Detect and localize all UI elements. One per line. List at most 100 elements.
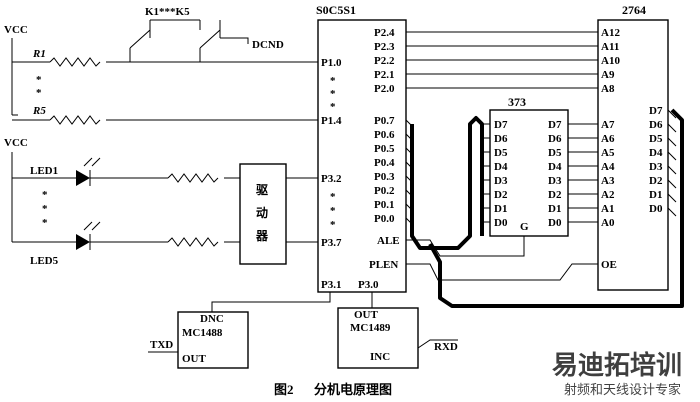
- latch-in-d0: D0: [494, 217, 508, 229]
- led-feed: [12, 177, 76, 243]
- latch-out-d0: D0: [548, 217, 562, 229]
- mcu-pin-p3-7: P3.7: [321, 237, 342, 249]
- eprom-pin-a2: A2: [601, 189, 615, 201]
- r1-label: R1: [32, 48, 46, 60]
- eprom-name: 2764: [622, 3, 646, 17]
- latch-in-d4: D4: [494, 161, 508, 173]
- eprom-pin-d7: D7: [649, 105, 663, 117]
- rx-chip-name: MC1489: [350, 322, 391, 334]
- led5-diode: [76, 234, 90, 250]
- latch-in-d6: D6: [494, 133, 508, 145]
- eprom-pin-d1: D1: [649, 189, 662, 201]
- mcu-dots-a3: *: [330, 101, 336, 113]
- eprom-pin-d3: D3: [649, 161, 663, 173]
- driver-char-2: 动: [256, 206, 268, 220]
- eprom-pin-oe: OE: [601, 259, 617, 271]
- resistor-r1: [49, 57, 101, 67]
- watermark: 易迪拓培训 射频和天线设计专家: [552, 351, 682, 398]
- r1-lead-left: [12, 61, 50, 116]
- latch-out-d3: D3: [548, 175, 562, 187]
- data-bus-to-eprom: [428, 108, 684, 308]
- tx-chip: DNC MC1488 OUT TXD: [148, 292, 331, 369]
- latch-in-d7: D7: [494, 119, 508, 131]
- eprom-pin-d6: D6: [649, 119, 663, 131]
- eprom-pin-a6: A6: [601, 133, 615, 145]
- mcu-pin-p0-1: P0.1: [374, 199, 394, 211]
- eprom-pin-a3: A3: [601, 175, 615, 187]
- led-dots-1: *: [42, 189, 48, 201]
- mcu-pin-p0-2: P0.2: [374, 185, 395, 197]
- eprom-pin-d0: D0: [649, 203, 663, 215]
- gnd-label: DCND: [252, 39, 284, 51]
- key-k1: [129, 19, 201, 62]
- led-dots-3: *: [42, 217, 48, 229]
- watermark-main: 易迪拓培训: [552, 351, 682, 381]
- mcu-pin-p0-5: P0.5: [374, 143, 395, 155]
- resistor-r5: [49, 115, 101, 125]
- driver-char-3: 器: [255, 229, 269, 243]
- mcu-dots-b3: *: [330, 219, 336, 231]
- eprom-pin-a12: A12: [601, 27, 620, 39]
- resistor-led5: [167, 237, 219, 247]
- latch-to-eprom-wires: [568, 123, 598, 223]
- p2-address-wires: [406, 31, 598, 89]
- latch-chip: 373 D7 D6 D5 D4 D3 D2 D1 D0 D7 D6 D5 D4 …: [489, 95, 569, 237]
- p0-stubs: [405, 119, 413, 225]
- led-dots-2: *: [42, 203, 48, 215]
- eprom-chip: 2764 A12 A11 A10 A9 A8 A7 A6 A5 A4 A3 A2…: [597, 3, 669, 291]
- eprom-pin-a7: A7: [601, 119, 615, 131]
- eprom-pin-d2: D2: [649, 175, 663, 187]
- latch-in-d5: D5: [494, 147, 508, 159]
- mcu-pin-p2-0: P2.0: [374, 83, 395, 95]
- latch-out-d7: D7: [548, 119, 562, 131]
- p1-wires: [106, 61, 318, 121]
- rxd-wire: [417, 339, 458, 349]
- mcu-pin-p1-0: P1.0: [321, 57, 342, 69]
- mcu-box: [317, 19, 407, 293]
- mcu-pin-p2-1: P2.1: [374, 69, 394, 81]
- led-rays: [83, 157, 101, 231]
- eprom-pin-a4: A4: [601, 161, 615, 173]
- mcu-pin-p2-3: P2.3: [374, 41, 395, 53]
- tx-chip-name: MC1488: [182, 327, 223, 339]
- latch-input-stubs: [480, 123, 490, 223]
- driver-char-1: 驱: [256, 183, 268, 197]
- eprom-pin-a0: A0: [601, 217, 615, 229]
- mcu-pin-p3-1: P3.1: [321, 279, 341, 291]
- key-k5: [199, 20, 249, 62]
- latch-in-d2: D2: [494, 189, 508, 201]
- p31-to-tx: [211, 292, 331, 312]
- eprom-pin-d4: D4: [649, 147, 663, 159]
- eprom-box: [597, 19, 669, 291]
- tx-out-pin: OUT: [182, 353, 207, 365]
- eprom-pin-a9: A9: [601, 69, 615, 81]
- eprom-pin-a10: A10: [601, 55, 620, 67]
- mcu-pin-p2-2: P2.2: [374, 55, 395, 67]
- eprom-pin-a8: A8: [601, 83, 615, 95]
- latch-out-d4: D4: [548, 161, 562, 173]
- eprom-pin-a5: A5: [601, 147, 615, 159]
- mcu-dots-b1: *: [330, 191, 336, 203]
- led1-diode: [76, 170, 90, 186]
- ale-to-gate: [406, 236, 525, 257]
- mcu-name: S0C5S1: [316, 3, 356, 17]
- led5-label: LED5: [30, 255, 59, 267]
- eprom-pin-a1: A1: [601, 203, 614, 215]
- mcu-pin-p3-2: P3.2: [321, 173, 342, 185]
- mcu-dots-a1: *: [330, 75, 336, 87]
- vcc-label-led: VCC: [4, 137, 28, 149]
- data-bus: [410, 116, 484, 250]
- latch-name: 373: [508, 95, 526, 109]
- rx-chip: OUT MC1489 INC RXD: [337, 292, 458, 369]
- latch-box: [489, 109, 569, 237]
- mcu-pin-p0-0: P0.0: [374, 213, 395, 225]
- latch-out-d6: D6: [548, 133, 562, 145]
- mcu-pin-p2-4: P2.4: [374, 27, 395, 39]
- rxd-label: RXD: [434, 341, 458, 353]
- mcu-pin-p3-0: P3.0: [358, 279, 379, 291]
- r-dots-1: *: [36, 74, 42, 86]
- mcu-pin-p0-7: P0.7: [374, 115, 395, 127]
- latch-out-d2: D2: [548, 189, 562, 201]
- r-dots-2: *: [36, 87, 42, 99]
